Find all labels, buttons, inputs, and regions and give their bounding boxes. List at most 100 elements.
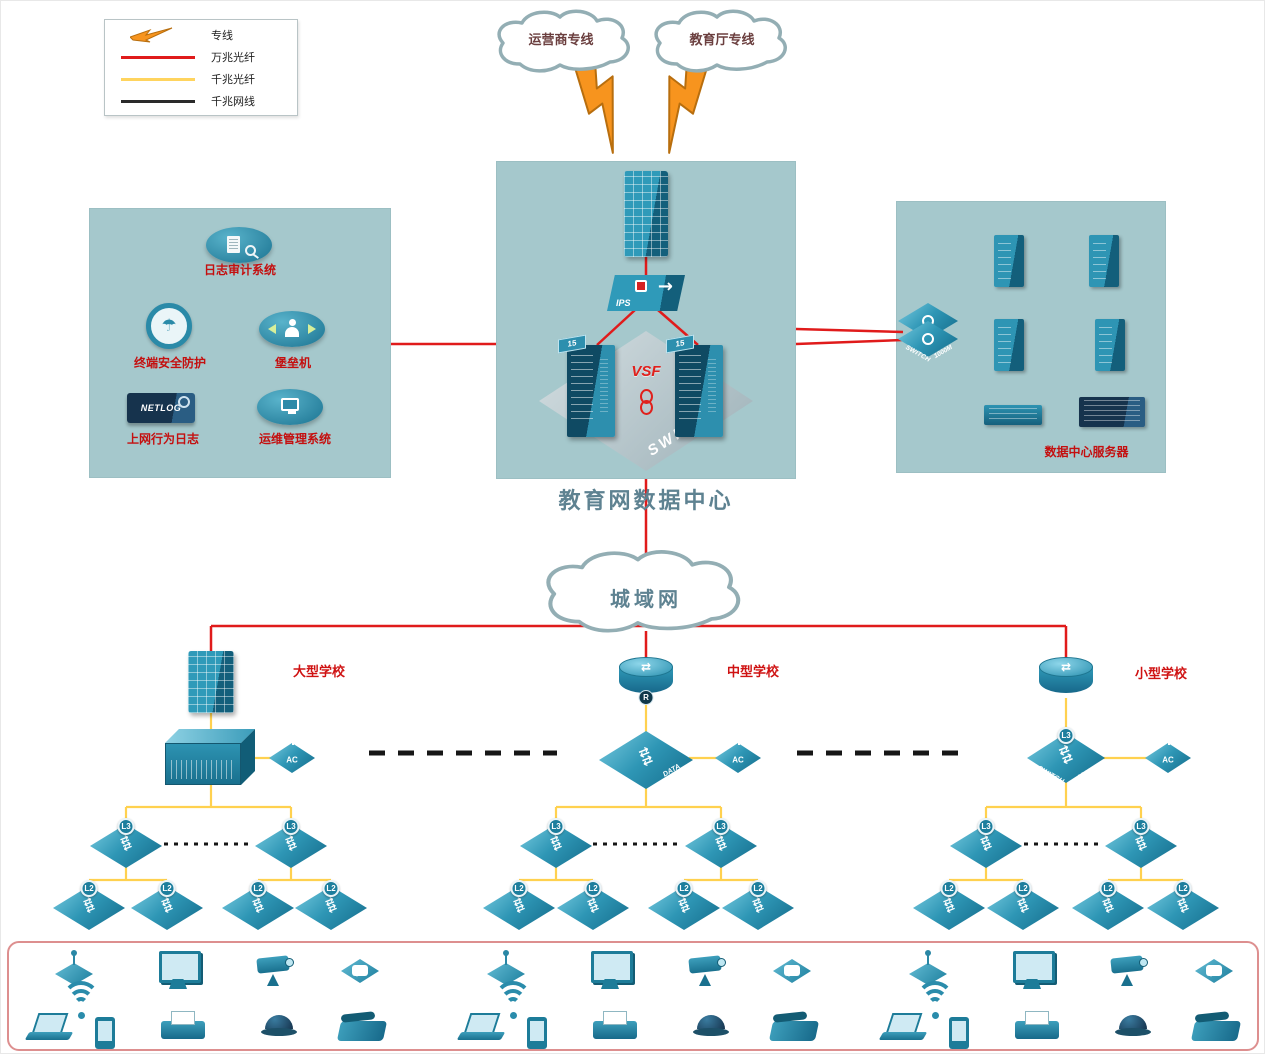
laptop-icon [457,1013,505,1043]
netlog-device: NETLOG [127,393,195,423]
education-cloud-label: 教育厅专线 [689,32,755,47]
smartphone-icon [95,1017,115,1049]
l2-badge: L2 [1014,880,1032,897]
ac-controller: AC [715,731,761,773]
endpoint-devices-group [865,947,1264,1049]
l2-badge: L2 [322,880,340,897]
legend-row: 千兆网线 [105,90,297,112]
endpoint-protection-icon [146,303,192,349]
medium-school-core-switch: SWITCH DATA CENTER [599,731,693,792]
message-terminal-icon [1195,955,1233,985]
legend-row: 万兆光纤 [105,46,297,68]
datacenter-server [1089,235,1119,287]
chassis-front [165,743,241,785]
l3-badge: L3 [1057,727,1075,744]
ips-label: IPS [616,298,631,308]
l3-switch: L3SWITCH1000M [90,818,162,874]
desk-phone-icon [1191,1013,1241,1045]
small-school-core-switch: L3 SWITCH 1000M [1027,727,1105,786]
l2-badge: L2 [80,880,98,897]
legend-row: 专线 [105,24,297,46]
legend-label: 万兆光纤 [211,52,255,64]
laptop-icon [25,1013,73,1043]
message-terminal-icon [773,955,811,985]
printer-icon [1015,1009,1061,1043]
dome-camera-icon [1115,1011,1151,1041]
printer-icon [161,1009,207,1043]
ptz-camera-icon [685,953,729,991]
l3-switch: L3SWITCH1000M [255,818,327,874]
antenna-icon [1166,731,1172,745]
bastion-host-icon [259,311,325,347]
l2-switch: L2SWITCH1000M [1147,880,1219,936]
switch-emblem-icon [922,333,934,345]
l2-badge: L2 [510,880,528,897]
ips-device: IPS [607,275,685,311]
lightning-bolt-icons [572,48,710,154]
dome-camera-icon [261,1011,297,1041]
l2-badge: L2 [1174,880,1192,897]
carrier-cloud-label: 运营商专线 [528,32,594,47]
rack-server [1079,397,1145,427]
l3-badge: L3 [117,818,135,835]
legend-label: 千兆光纤 [211,74,255,86]
desktop-computer-icon [1011,951,1055,991]
monitor-icon [281,398,299,414]
datacenter-server [994,235,1024,287]
l2-switch: L2SWITCH1000M [648,880,720,936]
wireless-ap-icon [55,950,93,985]
desk-phone-icon [337,1013,387,1045]
desktop-computer-icon [157,951,201,991]
router-badge: R [638,690,654,705]
datacenter-server [994,319,1024,371]
l2-switch: L2SWITCH1000M [222,880,294,936]
medium-school-router: R [619,657,673,705]
legend: 专线 万兆光纤 千兆光纤 千兆网线 [104,19,298,116]
medium-school-label: 中型学校 [727,664,780,679]
l2-switch: L2SWITCH1000M [1072,880,1144,936]
wifi-signal-icon [913,981,957,1019]
net-behavior-label: 上网行为日志 [126,432,199,446]
legend-label: 专线 [211,30,233,42]
magnifier-icon [245,245,256,256]
antenna-icon [736,731,742,745]
legend-label: 千兆网线 [211,96,255,108]
l2-switch: L2SWITCH1000M [722,880,794,936]
server-zone-label: 数据中心服务器 [1044,445,1129,459]
ptz-camera-icon [253,953,297,991]
l2-badge: L2 [1099,880,1117,897]
yellow-line-icon [105,77,211,81]
core-server-1: 15 [558,334,615,437]
desk-phone-icon [769,1013,819,1045]
red-line-icon [105,55,211,59]
l3-badge: L3 [547,818,565,835]
l2-switch: L2SWITCH1000M [295,880,367,936]
bastion-host-label: 堡垒机 [274,356,311,370]
security-emblem-icon [635,280,647,292]
lightning-bolt-icon [105,27,211,43]
l3-switch: L3SWITCH1000M [950,818,1022,874]
l2-switch: L2SWITCH1000M [53,880,125,936]
wireless-ap-icon [487,950,525,985]
l3-badge: L3 [712,818,730,835]
arrow-right-icon [308,324,321,334]
arrow-left-icon [263,324,276,334]
person-icon [285,319,299,339]
chassis-top [165,729,255,743]
datacenter-server [1095,319,1125,371]
laptop-icon [879,1013,927,1043]
l2-switch: L2SWITCH1000M [483,880,555,936]
endpoint-devices-group [443,947,843,1049]
large-school-server [188,651,234,713]
vsf-link-icon [637,389,657,416]
datacenter-title: 教育网数据中心 [558,488,734,513]
l2-switch: L2SWITCH1000M [131,880,203,936]
l3-badge: L3 [977,818,995,835]
l2-badge: L2 [675,880,693,897]
l2-badge: L2 [249,880,267,897]
endpoint-devices-group [11,947,411,1049]
l2-switch: L2SWITCH1000M [557,880,629,936]
endpoint-protection-label: 终端安全防护 [133,356,206,370]
smartphone-icon [527,1017,547,1049]
ac-label: AC [1162,755,1174,764]
